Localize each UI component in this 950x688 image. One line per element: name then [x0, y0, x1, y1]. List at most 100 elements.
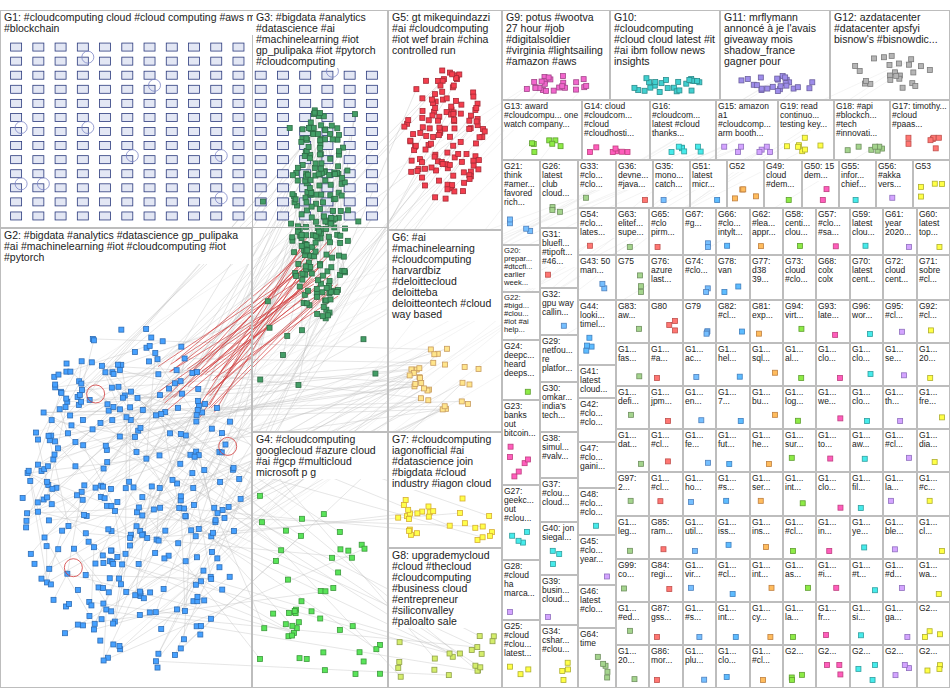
group-box: G1... #cl...: [649, 429, 683, 472]
group-label: G1... ho...: [684, 473, 715, 493]
group-box: G47: #clo... gaini...: [578, 442, 616, 488]
vertex: [451, 173, 456, 178]
vertex: [333, 172, 338, 177]
vertex: [255, 184, 266, 192]
vertex: [45, 479, 50, 484]
vertex: [477, 135, 482, 140]
vertex: [396, 515, 401, 520]
vertex: [77, 392, 82, 397]
vertex: [292, 250, 297, 255]
network-edge: [55, 441, 105, 498]
vertex: [479, 651, 484, 656]
vertex: [773, 370, 778, 375]
vertex: [123, 551, 128, 556]
vertex: [98, 420, 103, 425]
vertex: [722, 290, 727, 295]
vertex: [665, 86, 670, 91]
vertex: [198, 632, 203, 637]
group-box: G97: 2...: [616, 472, 649, 516]
vertex: [122, 198, 133, 206]
vertex: [299, 140, 304, 145]
vertex: [101, 658, 106, 663]
vertex: [255, 142, 266, 150]
vertex: [594, 523, 599, 528]
vertex: [433, 195, 438, 200]
vertex: [238, 496, 243, 501]
vertex: [258, 377, 263, 382]
vertex: [773, 412, 778, 417]
vertex: [764, 144, 769, 149]
vertex: [286, 611, 291, 616]
vertex: [73, 464, 78, 469]
vertex: [122, 113, 133, 121]
group-label: G57: #clo... #sa...: [817, 209, 849, 238]
vertex: [704, 290, 709, 295]
vertex: [42, 535, 47, 540]
group-label: G17: timothy... #cloud #paas...: [891, 101, 949, 130]
vertex: [170, 477, 175, 482]
vertex: [306, 144, 311, 149]
group-box: G40: jon siegal...: [540, 522, 578, 575]
vertex: [79, 359, 84, 364]
group-label: G1... #cl...: [650, 473, 682, 493]
vertex: [189, 184, 200, 192]
vertex: [192, 454, 197, 459]
network-edge: [36, 147, 724, 433]
vertex: [669, 150, 674, 155]
vertex: [457, 651, 462, 656]
vertex: [36, 437, 41, 442]
group-box: G1... clo...: [850, 343, 883, 386]
vertex: [182, 506, 187, 511]
group-label: G65: #clo pirm...: [650, 209, 682, 238]
vertex: [109, 548, 114, 553]
vertex: [209, 550, 214, 555]
network-edge: [28, 473, 112, 506]
vertex: [403, 498, 408, 503]
vertex: [189, 528, 194, 533]
vertex: [255, 85, 266, 93]
group-box: G6: #ai #machinelearning #cloudcomputing…: [388, 230, 502, 432]
vertex: [233, 184, 244, 192]
group-label: G15: amazon a1 #cloudcomp... arm booth..…: [717, 101, 777, 139]
vertex: [887, 62, 892, 67]
group-label: G12: azdatacenter #datacenter apsfyi bis…: [831, 11, 949, 46]
group-box: G1... ser...: [750, 472, 783, 516]
network-edge: [47, 384, 415, 482]
vertex: [613, 146, 618, 151]
vertex: [20, 495, 25, 500]
vertex: [344, 85, 355, 93]
network-edge: [146, 79, 777, 459]
vertex: [277, 99, 288, 107]
vertex: [655, 245, 660, 250]
vertex: [406, 118, 411, 123]
vertex: [516, 469, 521, 474]
group-label: G1... #s...: [717, 473, 749, 493]
vertex: [697, 635, 702, 640]
vertex: [128, 389, 133, 394]
vertex: [300, 516, 305, 521]
group-label: G55: infor... chief...: [840, 161, 875, 190]
vertex: [300, 71, 311, 79]
vertex: [63, 405, 68, 410]
vertex: [181, 637, 186, 642]
vertex: [55, 128, 66, 136]
vertex: [316, 172, 321, 177]
vertex: [201, 568, 206, 573]
vertex: [141, 596, 146, 601]
group-box: G1... log...: [783, 386, 816, 429]
vertex: [800, 501, 805, 506]
vertex: [144, 43, 155, 51]
vertex: [260, 199, 265, 204]
vertex: [33, 128, 44, 136]
vertex: [476, 158, 481, 163]
vertex: [209, 426, 214, 431]
vertex: [304, 248, 309, 253]
vertex: [927, 67, 932, 72]
vertex: [77, 43, 88, 51]
group-label: G1... en...: [684, 387, 715, 407]
vertex: [345, 238, 350, 243]
vertex: [262, 626, 267, 631]
vertex: [191, 485, 196, 490]
self-loop: [149, 79, 161, 91]
vertex: [474, 119, 479, 124]
